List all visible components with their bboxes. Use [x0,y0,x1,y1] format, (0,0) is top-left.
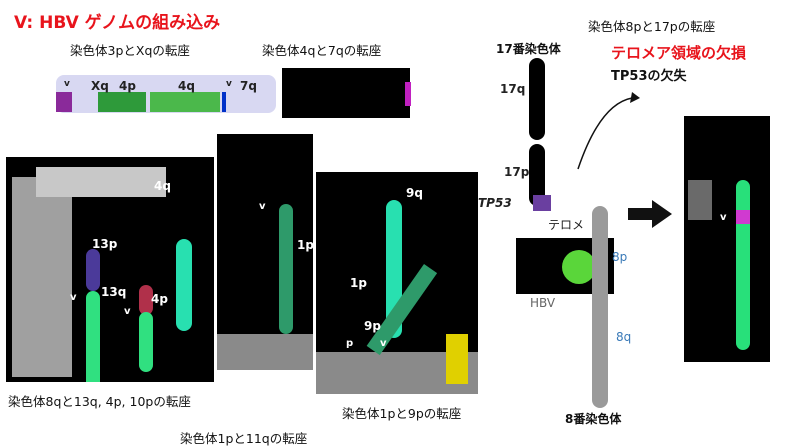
panel1-label-13q: 13q [101,285,127,299]
panel2-label-1p: 1p [297,238,313,252]
panel3-label-9p: 9p [364,319,381,333]
tp53-highlight [533,195,551,211]
result-label-v: v [720,212,727,223]
panel-1p-9p: 9q 9p 1p v p [316,172,478,394]
panel1-chrom-green-2 [139,312,153,372]
panel2-chrom-green [279,204,293,334]
panel3-label-9q: 9q [406,186,423,200]
panel1-chrom-green [86,291,100,382]
strip-green-segment-1 [98,92,146,112]
callout-telomere-loss: テロメア領域の欠損 [611,44,747,62]
chr17-p-arm [529,144,545,206]
chr8-title: 8番染色体 [565,412,622,426]
panel-8q-13q-4p: 13p 13q 4p v v 4q [6,157,214,382]
result-chrom-green [736,180,750,350]
chr17-label-tp53: TP53 [478,196,512,210]
strip-label-4q: 4q [178,79,195,93]
result-arrow-icon [628,200,672,228]
chr8-label-8p: 8p [612,250,628,264]
callout-arrow [577,92,640,170]
strip-magenta-marker [405,82,411,106]
panel1-light-block [36,167,166,197]
chr17-label-17p: 17p [504,165,530,179]
panel3-label-p: p [346,338,354,349]
strip-label-xq: Xq [91,79,109,93]
result-grey-block [688,180,712,220]
caption-4q-7q: 染色体4qと7qの転座 [262,43,382,58]
caption-1p-11q: 染色体1pと11qの転座 [180,431,308,446]
strip-label-v1: v [64,79,70,89]
panel1-chrom-4p [139,285,153,315]
strip-blue-marker [222,92,226,112]
label-hbv: HBV [530,296,556,310]
panel2-grey-base [217,334,313,370]
strip-label-7q: 7q [240,79,257,93]
strip-label-4p: 4p [119,79,136,93]
strip-purple-segment [56,92,72,112]
panel1-label-4q: 4q [154,179,171,193]
hbv-insertion-blob [562,250,596,284]
chr8-chromosome [592,206,608,408]
panel1-grey-block [12,177,72,377]
panel3-yellow-block [446,334,468,384]
caption-3p-xq: 染色体3pとXqの転座 [70,43,190,58]
callout-tp53-loss: TP53の欠失 [611,69,687,84]
chr17-label-17q: 17q [500,82,526,96]
label-telomere: テロメ [548,218,585,232]
strip-label-v2: v [226,79,232,89]
result-magenta-band [736,210,750,224]
chr8-label-8q: 8q [616,330,632,344]
panel1-label-4p: 4p [151,292,168,306]
strip-green-segment-2 [150,92,220,112]
figure-title: V: HBV ゲノムの組み込み [14,13,221,33]
strip-dark-block [282,68,410,118]
panel-1p-11q: v 1p [217,134,313,370]
panel3-label-v: v [380,338,387,349]
caption-1p-9p: 染色体1pと9pの転座 [342,406,462,421]
panel1-chrom-cyan [176,239,192,331]
caption-8p-17p: 染色体8pと17pの転座 [588,19,716,34]
panel1-label-13p: 13p [92,237,118,251]
panel1-label-v1: v [70,292,77,303]
panel2-label-v: v [259,201,266,212]
panel1-chrom-13p [86,249,100,291]
panel3-label-1p: 1p [350,276,367,290]
chr17-title: 17番染色体 [496,42,561,56]
caption-8q-13q-4p-10p: 染色体8qと13q, 4p, 10pの転座 [8,394,191,409]
panel-result: v [684,116,770,362]
chr17-q-arm [529,58,545,140]
panel1-label-v2: v [124,306,131,317]
